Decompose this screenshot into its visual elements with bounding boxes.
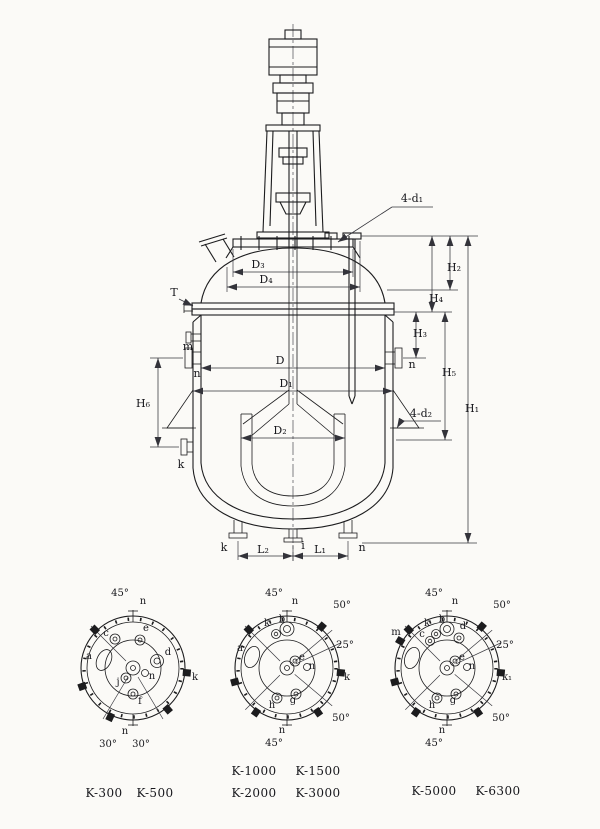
dim-D3-label: D₃ bbox=[251, 258, 264, 271]
nozzle-c-label: c bbox=[103, 628, 109, 639]
plan-view-small: 45° n c e a d n k j f n 30° 30° bbox=[77, 588, 199, 750]
angle-25-label: 25° bbox=[336, 640, 354, 651]
nozzle-k1-label: k₁ bbox=[502, 672, 512, 683]
model-k3000: K-3000 bbox=[295, 786, 340, 800]
nozzle-h-label: h bbox=[269, 700, 276, 711]
nozzle-T-label: T bbox=[170, 286, 178, 299]
stand-lantern bbox=[256, 124, 330, 247]
angle-50-top-label: 50° bbox=[333, 600, 351, 611]
dim-D2-label: D₂ bbox=[273, 424, 286, 437]
angle-50-bottom-label: 50° bbox=[492, 713, 510, 724]
nozzle-j-label: j bbox=[115, 677, 119, 688]
nozzle-e-label: e bbox=[459, 652, 465, 663]
nozzle-c-label: c bbox=[419, 629, 425, 640]
elevation-labels: 4-d₁ D₃ D₄ H₂ H₄ T H₃ m n n H₅ H₆ H₁ D D… bbox=[136, 192, 479, 556]
dim-H1-label: H₁ bbox=[465, 402, 479, 415]
nozzle-k-top-label: k bbox=[264, 618, 271, 629]
dim-L2-label: L₂ bbox=[257, 543, 269, 556]
bolt-callout-d1: 4-d₁ bbox=[401, 192, 423, 205]
plan-view-medium: 45° n 50° k b 25° a e n k h g 50° n 45° bbox=[230, 588, 354, 749]
nozzle-d-label: d bbox=[165, 647, 172, 658]
nozzle-e-label: e bbox=[299, 652, 305, 663]
plan-medium-rings bbox=[234, 610, 341, 726]
nozzle-a-label: a bbox=[237, 643, 243, 654]
model-k6300: K-6300 bbox=[475, 784, 520, 798]
nozzle-a-label: a bbox=[86, 651, 92, 662]
nozzle-n-left-label: n bbox=[193, 367, 200, 380]
nozzle-n-mid-label: n bbox=[309, 661, 316, 672]
model-k1500: K-1500 bbox=[295, 764, 340, 778]
dim-H5-label: H₅ bbox=[442, 366, 456, 379]
plan-large-labels: 45° n 50° k b d 25° m c e n k₁ h g 50° n… bbox=[391, 588, 514, 749]
model-designations: K-300 K-500 K-1000 K-1500 K-2000 K-3000 … bbox=[85, 764, 520, 800]
nozzle-d-label: d bbox=[460, 621, 467, 632]
plan-small-labels: 45° n c e a d n k j f n 30° 30° bbox=[86, 588, 199, 750]
plan-large-rings bbox=[394, 610, 501, 726]
plan-small-lug-tabs bbox=[77, 624, 192, 723]
plan-medium-lug-tabs bbox=[230, 621, 346, 718]
plan-medium-labels: 45° n 50° k b 25° a e n k h g 50° n 45° bbox=[237, 588, 354, 749]
nozzle-b-label: b bbox=[279, 614, 285, 625]
model-k2000: K-2000 bbox=[231, 786, 276, 800]
nozzle-h-label: h bbox=[429, 700, 436, 711]
nozzle-g-label: g bbox=[450, 695, 457, 706]
nozzle-k-right-label: k bbox=[344, 672, 351, 683]
nozzle-n-top-label: n bbox=[452, 596, 459, 607]
angle-30-left-label: 30° bbox=[99, 739, 117, 750]
nozzle-n-mid-label: n bbox=[469, 661, 476, 672]
dim-H6-label: H₆ bbox=[136, 397, 151, 410]
angle-45-top-label: 45° bbox=[425, 588, 443, 599]
plan-large-nozzles bbox=[404, 621, 471, 704]
model-k1000: K-1000 bbox=[231, 764, 276, 778]
dim-D-label: D bbox=[276, 354, 285, 367]
nozzle-n-mid-label: n bbox=[149, 671, 156, 682]
angle-50-bottom-label: 50° bbox=[332, 713, 350, 724]
plan-small-nozzles bbox=[95, 633, 164, 700]
nozzle-n-bottom-label: n bbox=[439, 725, 446, 736]
dim-L1-label: L₁ bbox=[314, 543, 326, 556]
nozzle-e-label: e bbox=[143, 623, 149, 634]
nozzle-n-bottom-label: n bbox=[122, 726, 129, 737]
nozzle-n-bottom-label: n bbox=[279, 725, 286, 736]
nozzle-n-top-label: n bbox=[292, 596, 299, 607]
nozzle-b-label: b bbox=[439, 614, 445, 625]
nozzle-n-right-label: n bbox=[408, 358, 415, 371]
nozzle-k-top-label: k bbox=[424, 618, 431, 629]
angle-25-label: 25° bbox=[496, 640, 514, 651]
nozzle-f-label: f bbox=[138, 696, 143, 707]
model-k5000: K-5000 bbox=[411, 784, 456, 798]
drive-assembly bbox=[268, 29, 318, 126]
bolt-callout-d2: 4-d₂ bbox=[410, 407, 432, 420]
model-k300: K-300 bbox=[85, 786, 122, 800]
nozzle-k-left-label: k bbox=[178, 458, 185, 471]
angle-45-top-label: 45° bbox=[265, 588, 283, 599]
nozzle-m-label: m bbox=[391, 627, 401, 638]
model-k500: K-500 bbox=[136, 786, 173, 800]
plan-large-lug-tabs bbox=[390, 621, 506, 718]
plan-medium-nozzles bbox=[244, 621, 311, 704]
extension-lines bbox=[150, 235, 478, 561]
nozzle-k-bottom-label: k bbox=[221, 541, 228, 554]
nozzle-m-label: m bbox=[183, 340, 194, 353]
plan-small-rings bbox=[80, 610, 186, 726]
angle-45-bottom-label: 45° bbox=[425, 738, 443, 749]
dim-H2-label: H₂ bbox=[447, 261, 461, 274]
angle-30-right-label: 30° bbox=[132, 739, 150, 750]
dim-H3-label: H₃ bbox=[413, 327, 427, 340]
dim-D1-label: D₁ bbox=[279, 377, 292, 390]
dim-D4-label: D₄ bbox=[259, 273, 273, 286]
nozzle-n-bottom-label: n bbox=[358, 541, 365, 554]
angle-45-label: 45° bbox=[111, 588, 129, 599]
plan-view-large: 45° n 50° k b d 25° m c e n k₁ h g 50° n… bbox=[390, 588, 514, 749]
nozzle-i-bottom-label: i bbox=[301, 539, 305, 552]
angle-50-top-label: 50° bbox=[493, 600, 511, 611]
nozzle-n-top-label: n bbox=[140, 596, 147, 607]
dim-H4-label: H₄ bbox=[429, 292, 444, 305]
nozzle-g-label: g bbox=[290, 695, 297, 706]
angle-45-bottom-label: 45° bbox=[265, 738, 283, 749]
nozzles-and-lugs bbox=[162, 303, 424, 543]
nozzle-k-label: k bbox=[192, 672, 199, 683]
dimension-lines bbox=[154, 206, 472, 560]
